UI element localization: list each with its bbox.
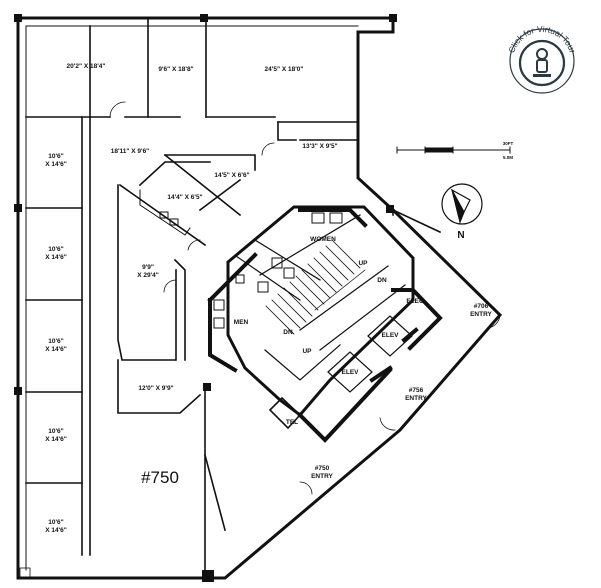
elevator-doors xyxy=(369,327,419,383)
core-walls xyxy=(226,205,415,418)
core-lines xyxy=(235,214,406,381)
core-inner-walls xyxy=(207,208,443,443)
core-label-up-2: UP xyxy=(302,348,312,355)
fixtures xyxy=(213,212,343,329)
entry-label-706: #706 ENTRY xyxy=(470,303,492,318)
room-label-top-office-2: 9'6" X 18'8" xyxy=(158,66,194,73)
scale-bar xyxy=(396,146,511,154)
core-label-dn-2: DN xyxy=(283,329,293,336)
scale-label-top: 30FT xyxy=(502,141,514,146)
compass xyxy=(441,183,483,225)
room-label-top-office-1: 20'2" X 18'4" xyxy=(66,63,106,70)
door-swings xyxy=(109,101,501,495)
core-label-dn-1: DN xyxy=(377,277,387,284)
core-label-tel: TEL xyxy=(285,419,299,426)
room-label-west-office-2: 10'6" X 14'6" xyxy=(45,246,67,261)
entry-label-756: #756 ENTRY xyxy=(405,387,427,402)
room-label-office-mid: 14'5" X 6'6" xyxy=(214,172,250,179)
core-label-elev-1: ELEV xyxy=(341,369,359,376)
room-label-west-office-1: 10'6" X 14'6" xyxy=(45,153,67,168)
columns xyxy=(14,14,397,582)
tel-room xyxy=(268,396,302,430)
room-label-reception: 18'11" X 9'6" xyxy=(110,148,150,155)
entry-label-750: #750 ENTRY xyxy=(311,465,333,480)
scale-label-bottom: 5.0M xyxy=(502,155,514,160)
core-label-men: MEN xyxy=(233,319,249,326)
room-label-corner-office: 13'3" X 9'5" xyxy=(302,143,338,150)
top-office-walls xyxy=(25,19,359,141)
corner-marker xyxy=(19,567,31,579)
core-label-women: WOMEN xyxy=(310,236,336,243)
compass-north-label: N xyxy=(457,230,465,241)
west-office-walls xyxy=(25,116,91,556)
room-label-west-office-4: 10'6" X 14'6" xyxy=(45,428,67,443)
virtual-tour-button[interactable]: Click for Virtual Tour xyxy=(506,24,578,96)
room-label-conference: 9'9" X 29'4" xyxy=(137,264,159,279)
virtual-tour-icon: Click for Virtual Tour xyxy=(506,24,578,94)
kitchen-counter xyxy=(139,189,191,236)
room-label-small-office: 12'0" X 9'9" xyxy=(138,385,174,392)
stair-treads xyxy=(265,239,366,335)
interior-walls xyxy=(117,153,256,571)
room-label-kitchen: 14'4" X 6'5" xyxy=(167,194,203,201)
core-label-elec: ELEC xyxy=(406,298,424,305)
room-label-west-office-5: 10'6" X 14'6" xyxy=(45,519,67,534)
east-corner xyxy=(356,176,442,234)
outer-inner-line xyxy=(25,25,359,571)
room-label-west-office-3: 10'6" X 14'6" xyxy=(45,338,67,353)
room-label-top-office-3: 24'5" X 18'0" xyxy=(264,66,304,73)
core-label-elev-2: ELEV xyxy=(381,332,399,339)
core-label-up-1: UP xyxy=(358,260,368,267)
suite-label: #750 xyxy=(141,468,179,487)
elevators xyxy=(327,315,413,393)
